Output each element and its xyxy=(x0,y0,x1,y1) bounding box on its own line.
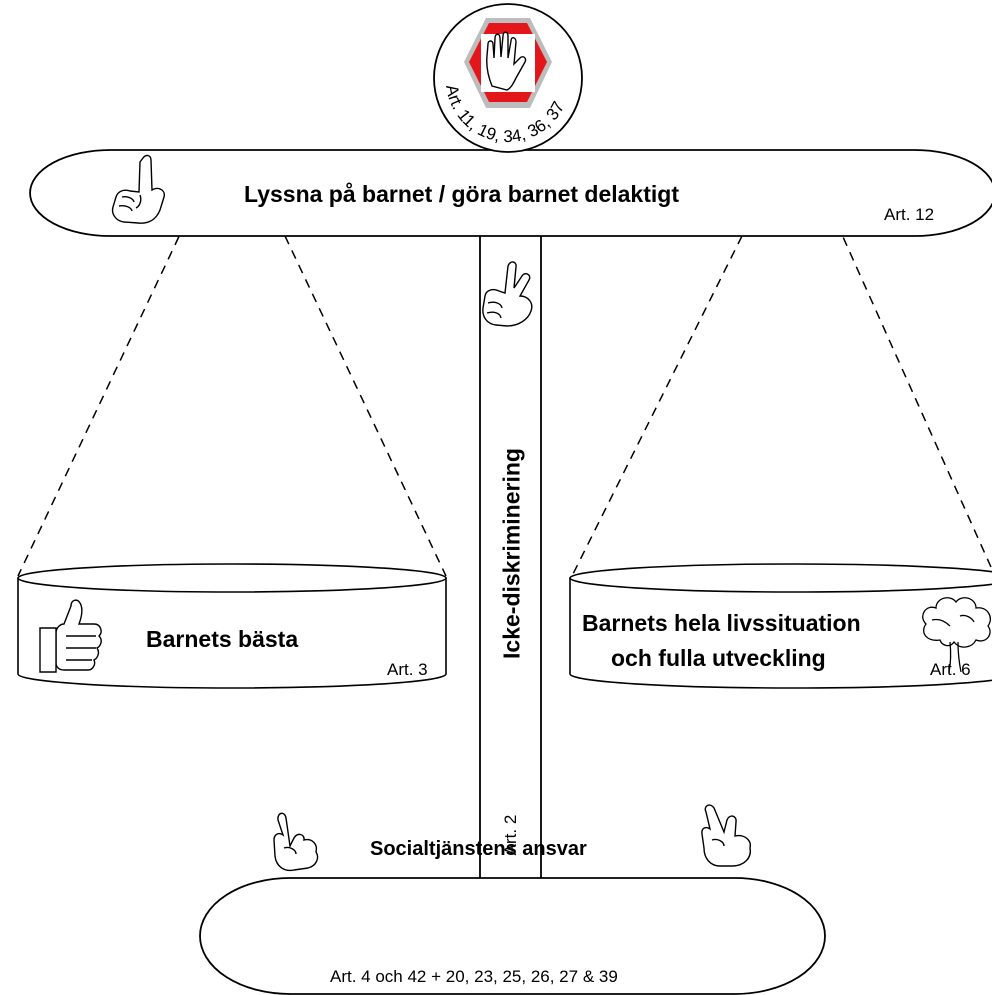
left-pan xyxy=(17,563,447,689)
base-title: Socialtjänstens ansvar xyxy=(370,838,587,860)
pillar-title: Icke-diskriminering xyxy=(498,448,525,659)
hand-right-icon xyxy=(701,804,751,867)
crossed-fingers-icon xyxy=(482,261,533,327)
left-pan-art-label: Art. 3 xyxy=(387,660,428,679)
base-art-label: Art. 4 och 42 + 20, 23, 25, 26, 27 & 39 xyxy=(330,967,618,986)
thumbs-up-icon xyxy=(39,599,102,673)
right-pan-title-line2: och fulla utveckling xyxy=(611,645,826,671)
left-pan-title: Barnets bästa xyxy=(146,626,299,652)
left-pan-strings xyxy=(17,149,447,577)
beam-art-label: Art. 12 xyxy=(884,205,935,224)
hand-left-icon xyxy=(273,812,319,872)
base xyxy=(199,877,826,995)
beam xyxy=(29,149,992,237)
pointing-finger-icon xyxy=(111,154,165,224)
tree-icon xyxy=(922,597,991,673)
right-pan-art-label: Art. 6 xyxy=(930,660,971,679)
right-pan-strings xyxy=(571,149,992,577)
stop-hand-icon xyxy=(464,18,552,108)
beam-title: Lyssna på barnet / göra barnet delaktigt xyxy=(244,181,679,207)
right-pan xyxy=(569,563,992,689)
right-pan-title-line1: Barnets hela livssituation xyxy=(582,610,861,636)
